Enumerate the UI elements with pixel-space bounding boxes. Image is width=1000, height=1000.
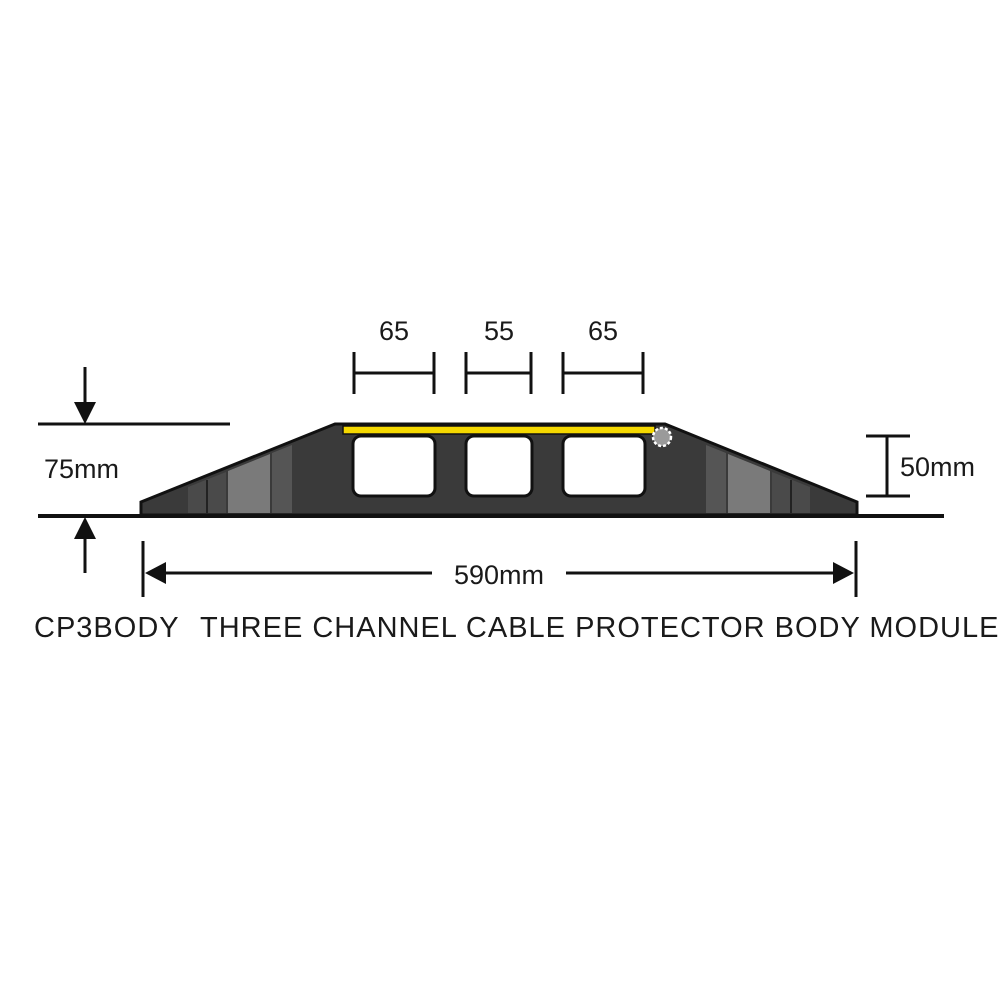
total-height-dimension: 75mm (38, 367, 230, 573)
arrow-up-icon (74, 517, 96, 539)
channel-center (464, 434, 534, 498)
product-description: THREE CHANNEL CABLE PROTECTOR BODY MODUL… (200, 612, 999, 644)
protector-body (139, 422, 859, 517)
channel-right (561, 434, 647, 498)
total-width-label: 590mm (454, 560, 544, 590)
right-ramp-panel (728, 454, 770, 513)
channel-width-dimensions: 65 55 65 (352, 316, 645, 394)
channel-3-width-label: 65 (588, 316, 618, 346)
arrow-left-icon (145, 562, 166, 584)
channel-height-dimension: 50mm (866, 434, 975, 498)
channel-1-width-label: 65 (379, 316, 409, 346)
arrow-down-icon (74, 402, 96, 424)
total-height-label: 75mm (44, 454, 119, 484)
left-ramp-panel (228, 454, 270, 513)
right-ramp-panel-inner (706, 445, 726, 513)
arrow-right-icon (833, 562, 854, 584)
channel-height-label: 50mm (900, 452, 975, 482)
channel-left (351, 434, 437, 498)
yellow-stripe (342, 425, 656, 435)
channel-2-width-label: 55 (484, 316, 514, 346)
total-width-dimension: 590mm (141, 541, 858, 597)
product-code: CP3BODY (34, 612, 180, 644)
hinge-pin-icon (651, 426, 673, 448)
left-ramp-panel-inner (272, 445, 292, 513)
